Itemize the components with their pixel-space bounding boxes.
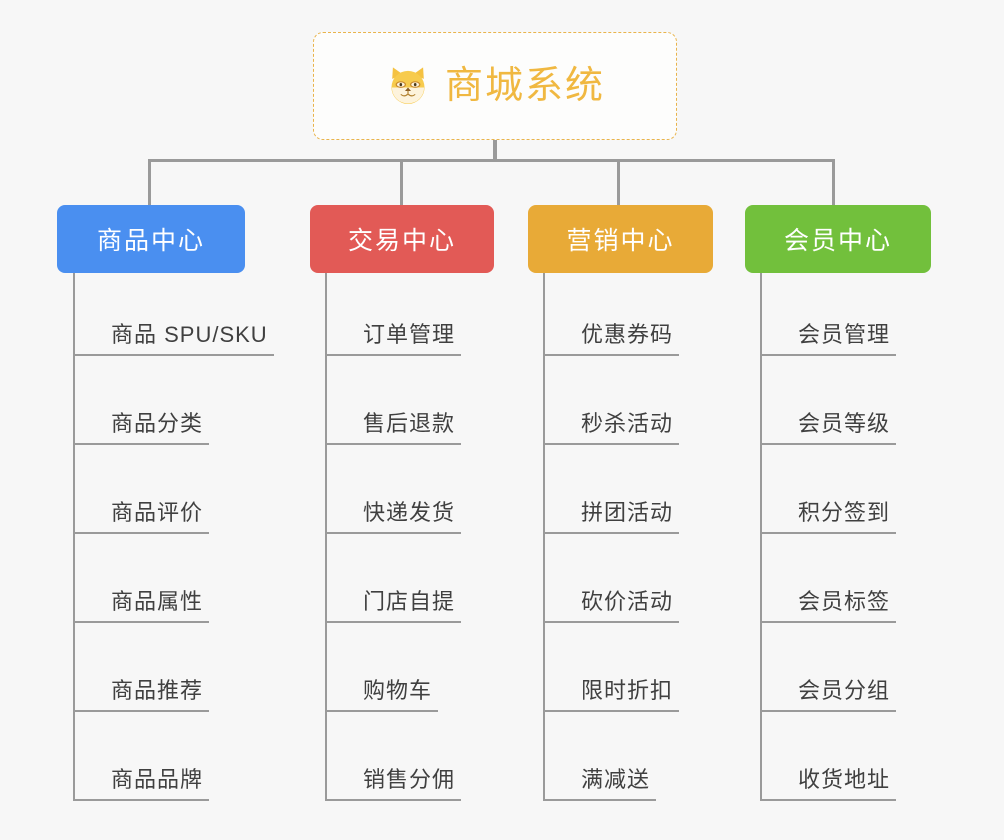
connector-drop-category-4 — [832, 159, 835, 206]
leaf-item[interactable]: 收货地址 — [760, 712, 897, 801]
leaf-item[interactable]: 商品属性 — [73, 534, 210, 623]
leaf-item[interactable]: 限时折扣 — [543, 623, 680, 712]
leaf-item[interactable]: 订单管理 — [325, 267, 462, 356]
leaf-item[interactable]: 拼团活动 — [543, 445, 680, 534]
category-label-2: 交易中心 — [347, 227, 456, 255]
leaf-item-label: 会员分组 — [760, 678, 897, 712]
leaf-spine-2 — [325, 273, 327, 801]
leaf-item-label: 砍价活动 — [543, 589, 680, 623]
category-label-1: 商品中心 — [96, 227, 205, 255]
leaf-item-label: 会员等级 — [760, 411, 897, 445]
leaf-item-label: 商品品牌 — [73, 767, 210, 801]
leaf-item-label: 售后退款 — [325, 411, 462, 445]
leaf-item[interactable]: 商品推荐 — [73, 623, 210, 712]
leaf-item-label: 拼团活动 — [543, 500, 680, 534]
leaf-item[interactable]: 会员分组 — [760, 623, 897, 712]
connector-drop-category-3 — [617, 159, 620, 206]
root-node[interactable]: 商城系统 — [313, 32, 677, 140]
leaf-item-label: 秒杀活动 — [543, 411, 680, 445]
leaf-item[interactable]: 商品分类 — [73, 356, 210, 445]
shiba-dog-face-icon — [391, 67, 425, 104]
leaf-item-label: 商品推荐 — [73, 678, 210, 712]
leaf-item-label: 优惠券码 — [543, 322, 680, 356]
leaf-item[interactable]: 会员等级 — [760, 356, 897, 445]
leaf-item-label: 商品属性 — [73, 589, 210, 623]
category-label-4: 会员中心 — [783, 227, 892, 255]
leaf-item[interactable]: 会员标签 — [760, 534, 897, 623]
leaf-spine-1 — [73, 273, 75, 801]
category-box-4[interactable]: 会员中心 — [745, 205, 931, 273]
category-label-3: 营销中心 — [566, 227, 675, 255]
leaf-item-label: 商品 SPU/SKU — [73, 322, 274, 356]
connector-root-trunk — [493, 140, 497, 161]
leaf-item[interactable]: 销售分佣 — [325, 712, 462, 801]
leaf-item[interactable]: 砍价活动 — [543, 534, 680, 623]
leaf-item-label: 会员标签 — [760, 589, 897, 623]
root-title: 商城系统 — [444, 65, 605, 107]
leaf-item-label: 积分签到 — [760, 500, 897, 534]
leaf-item[interactable]: 门店自提 — [325, 534, 462, 623]
leaf-item-label: 会员管理 — [760, 322, 897, 356]
category-box-1[interactable]: 商品中心 — [57, 205, 245, 273]
leaf-item[interactable]: 满减送 — [543, 712, 657, 801]
leaf-item[interactable]: 优惠券码 — [543, 267, 680, 356]
category-box-2[interactable]: 交易中心 — [310, 205, 494, 273]
leaf-item[interactable]: 秒杀活动 — [543, 356, 680, 445]
connector-drop-category-2 — [400, 159, 403, 206]
leaf-item[interactable]: 购物车 — [325, 623, 439, 712]
leaf-item[interactable]: 商品评价 — [73, 445, 210, 534]
leaf-spine-3 — [543, 273, 545, 801]
leaf-item-label: 购物车 — [325, 678, 439, 712]
leaf-item-label: 快递发货 — [325, 500, 462, 534]
leaf-item[interactable]: 商品品牌 — [73, 712, 210, 801]
leaf-item-label: 门店自提 — [325, 589, 462, 623]
connector-drop-category-1 — [148, 159, 151, 206]
leaf-item-label: 收货地址 — [760, 767, 897, 801]
category-box-3[interactable]: 营销中心 — [528, 205, 713, 273]
leaf-item[interactable]: 积分签到 — [760, 445, 897, 534]
leaf-item[interactable]: 售后退款 — [325, 356, 462, 445]
leaf-item[interactable]: 快递发货 — [325, 445, 462, 534]
leaf-item-label: 限时折扣 — [543, 678, 680, 712]
leaf-item-label: 商品分类 — [73, 411, 210, 445]
leaf-item-label: 商品评价 — [73, 500, 210, 534]
leaf-item[interactable]: 商品 SPU/SKU — [73, 267, 274, 356]
leaf-item-label: 订单管理 — [325, 322, 462, 356]
leaf-item-label: 满减送 — [543, 767, 657, 801]
connector-horizontal-bus — [148, 159, 834, 162]
leaf-item[interactable]: 会员管理 — [760, 267, 897, 356]
leaf-spine-4 — [760, 273, 762, 801]
leaf-item-label: 销售分佣 — [325, 767, 462, 801]
